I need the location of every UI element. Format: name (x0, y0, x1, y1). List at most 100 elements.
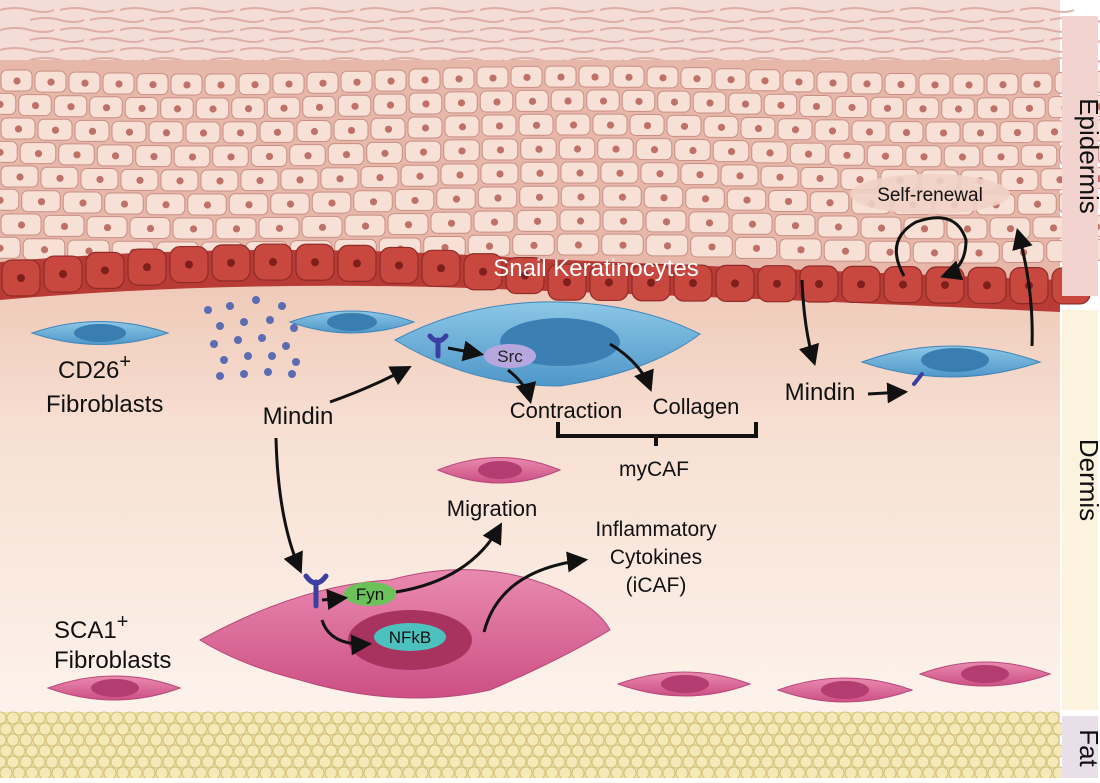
snail-keratinocyte-cell (337, 244, 377, 282)
keratinocyte-cell (1020, 72, 1053, 95)
keratinocyte-cell (688, 211, 730, 234)
keratinocyte-cell (601, 233, 644, 256)
keratinocyte-cell (258, 216, 300, 239)
keratinocyte-cell (104, 192, 144, 215)
snail-keratinocyte-layer (0, 243, 1091, 312)
keratinocyte-cell (645, 234, 689, 257)
sca1-fibroblast-bottom-2 (776, 677, 914, 703)
fyn-badge (344, 582, 396, 606)
snail-keratinocyte-cell (715, 264, 755, 302)
keratinocyte-cell (550, 89, 585, 112)
keratinocyte-cell (440, 163, 479, 186)
migration-label: Migration (447, 496, 537, 521)
nfkb-badge (374, 623, 446, 651)
keratinocyte-cell (111, 120, 147, 143)
keratinocyte-cell (212, 145, 249, 168)
keratinocyte-cell (674, 139, 711, 162)
keratinocyte-cell (68, 71, 101, 94)
arrow-fyn-to-migration (395, 522, 503, 594)
epidermis-band (1062, 16, 1098, 296)
keratinocyte-cell (692, 91, 727, 114)
pathway-arrows (274, 216, 1034, 656)
keratinocyte-cell (185, 121, 221, 144)
keratinocyte-cell (912, 241, 956, 264)
keratinocyte-cell (228, 193, 269, 216)
keratinocyte-cell (957, 241, 1000, 264)
keratinocyte-cell (259, 120, 295, 143)
keratinocyte-cell (481, 138, 519, 161)
keratinocyte-cell (578, 65, 611, 88)
cd26-fibroblast-small-left (30, 321, 170, 345)
keratinocyte-cell (231, 97, 265, 120)
keratinocyte-cell (512, 233, 555, 256)
keratinocyte-cell (43, 214, 85, 237)
keratinocyte-cell (53, 95, 88, 118)
mycaf-bracket (556, 422, 758, 446)
receptor-icon-iCAF (303, 573, 329, 609)
snail-keratinocyte-cell (589, 263, 629, 302)
keratinocyte-cell (373, 93, 407, 116)
keratinocyte-cell (666, 114, 702, 137)
sca1-fibroblast-migration (436, 457, 562, 484)
keratinocyte-cell (760, 165, 799, 188)
sca1-fibroblast-bottom-left (46, 675, 182, 701)
keratinocyte-cell (404, 140, 442, 163)
keratinocyte-cell (408, 68, 441, 91)
keratinocyte-cell (0, 165, 39, 188)
keratinocyte-cell (640, 162, 679, 185)
keratinocyte-cell (62, 191, 103, 214)
keratinocyte-cell (337, 94, 372, 117)
keratinocyte-cell (1000, 169, 1039, 192)
snail-keratinocyte-cell (925, 266, 965, 304)
keratinocyte-cell (734, 236, 778, 259)
keratinocyte-cell (408, 92, 443, 115)
keratinocyte-cell (160, 169, 199, 192)
keratinocyte-cell (366, 141, 403, 164)
keratinocyte-cell (586, 89, 620, 112)
keratinocyte-cell (519, 185, 559, 208)
keratinocyte-cell (40, 166, 79, 189)
keratinocyte-cell (918, 73, 951, 96)
keratinocyte-cell (763, 93, 798, 116)
keratinocyte-cell (270, 192, 310, 215)
keratinocyte-cell (809, 191, 850, 214)
keratinocyte-cell (19, 142, 57, 165)
src-badge (484, 344, 536, 368)
snail-keratinocyte-cell (757, 265, 797, 303)
snail-keratinocyte-cell (253, 243, 293, 281)
snail-keratinocyte-cell (463, 253, 503, 291)
keratinocyte-cell (779, 238, 822, 261)
keratinocyte-cell (327, 143, 365, 166)
keratinocyte-cell (516, 209, 558, 232)
keratinocyte-cell (520, 137, 557, 160)
keratinocyte-cell (400, 164, 439, 187)
contraction-label: Contraction (510, 398, 623, 423)
keratinocyte-cell (89, 96, 123, 119)
keratinocyte-cell (0, 236, 21, 259)
keratinocyte-cell (685, 187, 725, 210)
epidermis-label: Epidermis (1074, 98, 1100, 214)
keratinocyte-cell (999, 121, 1035, 144)
keratinocyte-cell (301, 215, 343, 238)
keratinocyte-cell (145, 193, 186, 216)
keratinocyte-cell (370, 117, 406, 140)
keratinocyte-cell (443, 139, 480, 162)
arrow-mindin-to-receptor (867, 382, 909, 404)
keratinocyte-cell (222, 121, 258, 144)
sca1-fibroblasts-label: Fibroblasts (54, 647, 171, 674)
keratinocyte-cell (102, 72, 135, 95)
keratinocyte-cell (311, 191, 352, 214)
arrow-basal-to-mindin (798, 279, 820, 367)
keratinocyte-cell (643, 186, 684, 209)
nfkb-label: NFkB (389, 628, 432, 647)
keratinocyte-cell (731, 212, 773, 235)
keratinocyte-cell (556, 233, 600, 256)
self-renewal-label: Self-renewal (877, 185, 983, 206)
keratinocyte-cell (129, 217, 171, 240)
keratinocyte-cell (870, 96, 904, 119)
keratinocyte-cell (173, 145, 211, 168)
keratinocyte-cell (851, 120, 887, 143)
keratinocyte-cell (748, 69, 781, 92)
keratinocyte-cell (344, 214, 386, 237)
keratinocyte-cell (476, 66, 509, 89)
